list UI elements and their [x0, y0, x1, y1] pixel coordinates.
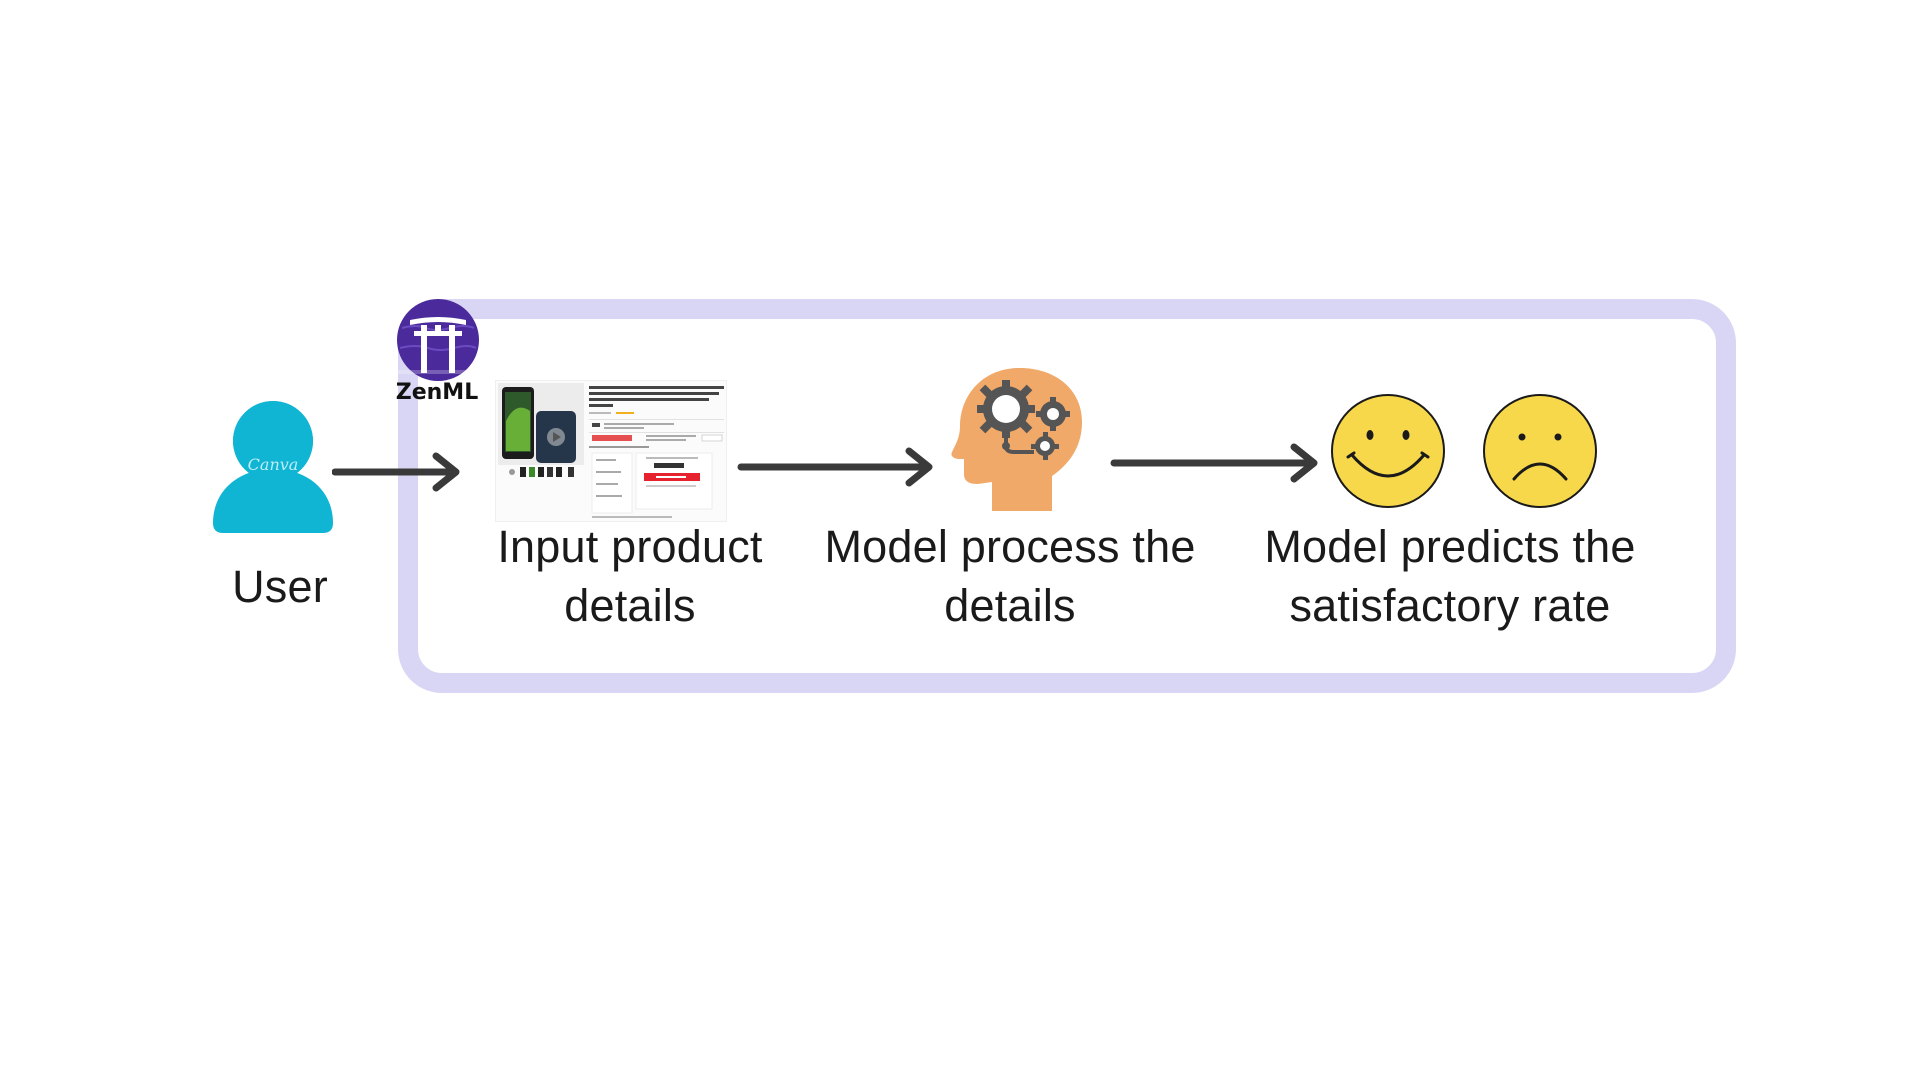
canva-watermark: Canva — [248, 455, 299, 474]
sad-face-icon — [1483, 394, 1597, 508]
head-gears-icon — [951, 368, 1082, 511]
step-predict-label: Model predicts the satisfactory rate — [1264, 521, 1636, 631]
arrow-right-icon — [1110, 443, 1318, 483]
zenml-pipeline-frame — [398, 299, 1736, 693]
user-icon: Canva — [213, 401, 333, 533]
arrow-right-icon — [332, 452, 460, 492]
user-label: User — [232, 561, 328, 612]
arrow-right-icon — [737, 447, 933, 487]
smiley-faces-icon — [1331, 394, 1597, 508]
product-page-thumbnail — [495, 380, 727, 522]
step-process-label: Model process the details — [824, 521, 1196, 631]
zenml-logo-icon — [397, 299, 479, 381]
zenml-logo-text: ZenML — [395, 380, 479, 405]
happy-face-icon — [1331, 394, 1445, 508]
step-input-label: Input product details — [497, 521, 763, 631]
